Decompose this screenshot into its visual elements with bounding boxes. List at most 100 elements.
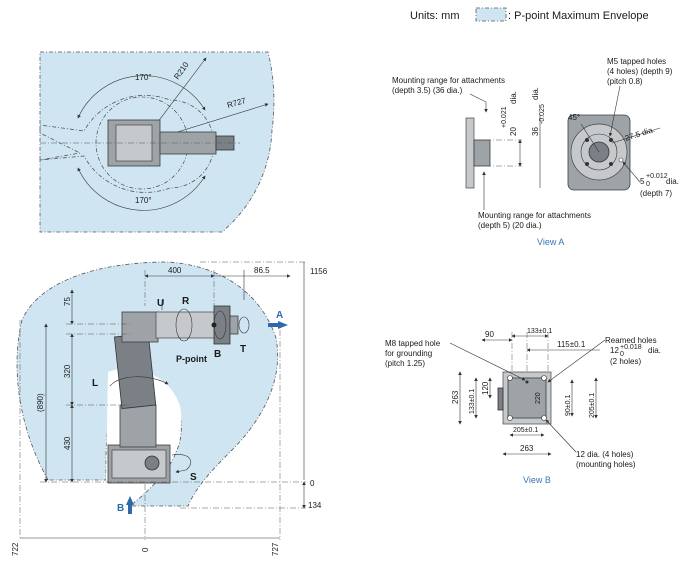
dim-134-label: 134 xyxy=(308,501,322,510)
angle-arc-top xyxy=(77,75,206,119)
view-a: Mounting range for attachments (depth 3.… xyxy=(392,57,679,247)
s-axis-label: S xyxy=(190,472,197,483)
ground-line2: for grounding xyxy=(385,349,432,358)
ground-leader xyxy=(449,342,526,381)
dim-1156-label: 1156 xyxy=(310,267,328,276)
r-axis-arrow xyxy=(175,308,193,342)
m5-line2: (4 holes) (depth 9) xyxy=(607,67,673,76)
holes-line1: 12 dia. (4 holes) xyxy=(576,450,634,459)
dim-115-label: 115±0.1 xyxy=(557,340,586,349)
dim-120-label: 120 xyxy=(481,381,490,395)
l-axis-label: L xyxy=(92,378,98,389)
dia-20-label: 20 xyxy=(509,127,518,136)
reamed-dia: 12 xyxy=(610,346,619,355)
ground-line3: (pitch 1.25) xyxy=(385,359,425,368)
dim-263-bottom-label: 263 xyxy=(520,444,534,453)
dim-890-label: (890) xyxy=(36,393,45,412)
reamed-line3: (2 holes) xyxy=(610,357,641,366)
dia-5-label: 5 xyxy=(640,177,645,186)
view-b: 90 133±0.1 115±0.1 M8 tapped hole for gr… xyxy=(385,328,661,485)
reamed-tol: +0.018 xyxy=(620,344,642,351)
p-point-marker xyxy=(211,322,217,328)
reamed-line1: Reamed holes xyxy=(605,336,657,345)
dim-727-label: 727 xyxy=(271,542,280,556)
dim-75-label: 75 xyxy=(63,297,72,306)
dia-36-suffix: dia. xyxy=(531,87,540,100)
s-axis-arrow xyxy=(171,454,192,474)
reamed-leader xyxy=(547,339,606,383)
angle-bottom-label: 170° xyxy=(135,196,152,205)
base-plate-inner xyxy=(507,377,547,419)
view-b-arrow xyxy=(126,496,134,514)
attach-top-line2: (depth 3.5) (36 dia.) xyxy=(392,86,463,95)
m5-leader xyxy=(608,85,621,137)
angle-top-label: 170° xyxy=(135,73,152,82)
attach-top-line1: Mounting range for attachments xyxy=(392,76,505,85)
attach-bottom-line2: (depth 5) (20 dia.) xyxy=(478,221,542,230)
dim-220-label: 220 xyxy=(535,392,542,404)
dim-133-top-label: 133±0.1 xyxy=(527,328,552,335)
legend-header: Units: mm : P-point Maximum Envelope xyxy=(410,7,649,22)
p-point-label: P-point xyxy=(176,354,207,364)
angle-45-label: 45° xyxy=(568,113,580,122)
view-b-caption: View B xyxy=(523,475,551,485)
m5-hole-4 xyxy=(609,162,613,166)
mount-hole-1 xyxy=(507,375,513,381)
b-axis-label: B xyxy=(214,349,221,360)
robot-elbow xyxy=(121,311,159,343)
holes-leader xyxy=(545,419,577,453)
attach-bottom-line1: Mounting range for attachments xyxy=(478,211,591,220)
view-a-arrow xyxy=(268,321,288,329)
view-b-arrow-label: B xyxy=(117,503,124,514)
dim-0-right-label: 0 xyxy=(310,479,315,488)
dim-263-left-label: 263 xyxy=(451,390,460,404)
base-cable-port xyxy=(497,387,504,411)
dia-5-suffix: dia. xyxy=(666,177,679,186)
angle-arc-bottom xyxy=(77,167,206,211)
view-a-caption: View A xyxy=(537,237,564,247)
envelope-swatch xyxy=(475,7,507,22)
dim-320-label: 320 xyxy=(63,364,72,378)
dia-36-label: 36 xyxy=(531,127,540,136)
dim-430-label: 430 xyxy=(63,436,72,450)
dia-5-tol-lower: 0 xyxy=(646,181,650,188)
m5-line3: (pitch 0.8) xyxy=(607,77,643,86)
ground-hole xyxy=(525,380,529,384)
l-axis-arrow xyxy=(109,376,169,387)
dim-205-bottom-label: 205±0.1 xyxy=(513,427,538,434)
robot-lower-arm xyxy=(119,404,157,448)
r-axis-label: R xyxy=(182,296,190,307)
robot-upper-link xyxy=(113,332,157,410)
m5-hole-2 xyxy=(609,138,613,142)
units-label: Units: mm xyxy=(410,10,460,22)
dowel-hole xyxy=(618,157,624,163)
u-axis-label: U xyxy=(157,298,164,309)
m5-hole-3 xyxy=(585,162,589,166)
flange-side-plate xyxy=(465,117,475,189)
dia-5-tol: +0.012 xyxy=(646,173,668,180)
dim-0-bottom-label: 0 xyxy=(141,547,150,552)
side-view: U R B T L S P-point A B 400 86.5 1156 0 … xyxy=(11,261,328,556)
angle-45-leader xyxy=(580,123,600,153)
base-connector xyxy=(144,455,160,471)
mount-hole-2 xyxy=(541,375,547,381)
t-axis-label: T xyxy=(240,344,246,355)
reamed-tol-lower: 0 xyxy=(620,351,624,358)
dim-722-label: 722 xyxy=(11,542,20,556)
reamed-suffix: dia. xyxy=(648,346,661,355)
view-a-arrow-label: A xyxy=(276,310,283,321)
robot-flange xyxy=(229,315,239,335)
dia-20-suffix: dia. xyxy=(509,91,518,104)
dia-5-leader xyxy=(622,161,641,183)
attach-top-leader xyxy=(469,93,488,113)
robot-forearm xyxy=(155,311,217,339)
t-axis-arrow xyxy=(238,316,250,334)
m5-hole-1 xyxy=(585,138,589,142)
dia-20-tol: +0.021 xyxy=(501,106,508,128)
flange-bolt-circle xyxy=(580,133,618,171)
holes-line2: (mounting holes) xyxy=(576,460,636,469)
top-view: 170° 170° R210 R727 xyxy=(39,51,275,233)
dim-205-right-label: 205±0.1 xyxy=(589,393,596,418)
mount-hole-3 xyxy=(507,415,513,421)
